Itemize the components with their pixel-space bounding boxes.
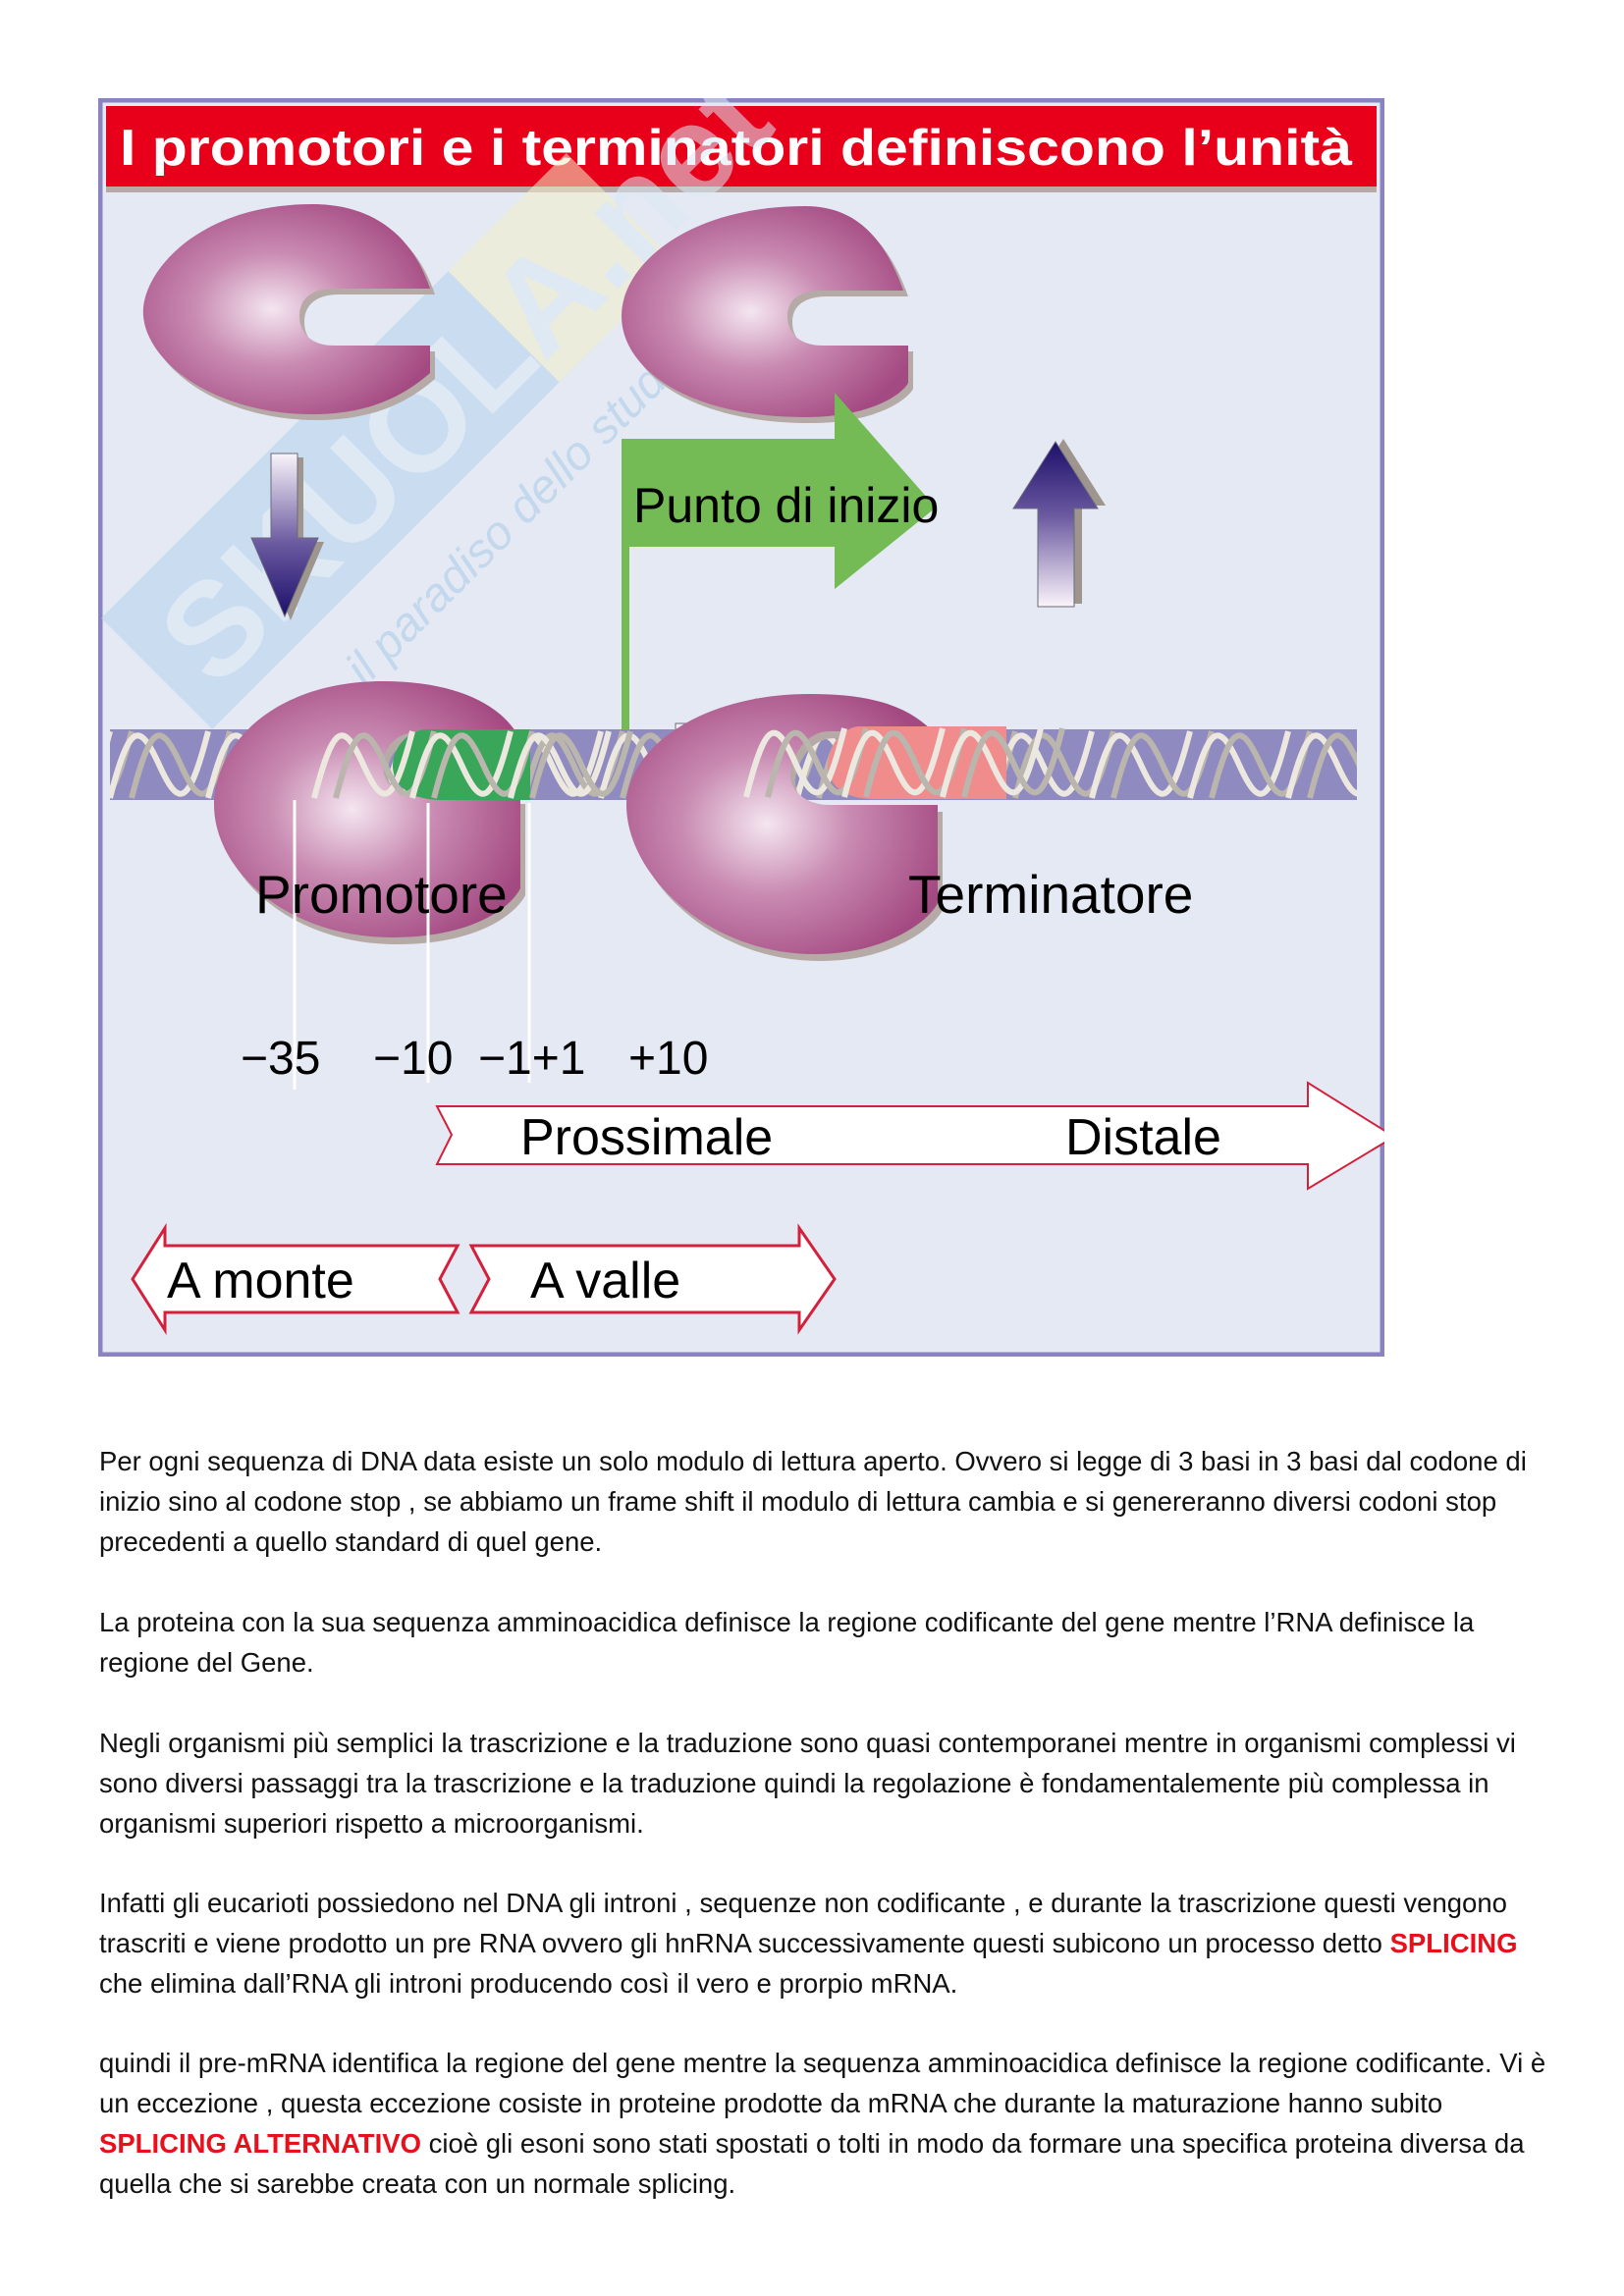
paragraph-organism-complexity: Negli organismi più semplici la trascriz… (99, 1723, 1552, 1843)
distal-label: Distale (1065, 1109, 1221, 1166)
paragraph-text: La proteina con la sua sequenza amminoac… (99, 1607, 1475, 1678)
paragraph-text: Negli organismi più semplici la trascriz… (99, 1728, 1516, 1839)
position-minus-1-plus-1: −1+1 (478, 1033, 585, 1085)
terminator-region (743, 726, 1065, 799)
title-bar (106, 106, 1377, 187)
dna-strand (110, 730, 211, 799)
paragraph-splicing: Infatti gli eucarioti possiedono nel DNA… (99, 1883, 1552, 2003)
promoter-region (311, 729, 633, 800)
rna-polymerase-free-right (622, 206, 913, 423)
dna-strand (1187, 730, 1291, 799)
dna-strand (311, 730, 415, 799)
position-plus-10: +10 (628, 1033, 708, 1085)
position-numbers: −35 −10 −1+1 +10 (241, 1033, 708, 1085)
promoter-terminator-diagram: I promotori e i terminatori definiscono … (98, 98, 1384, 1357)
paragraph-alternative-splicing: quindi il pre-mRNA identifica la regione… (99, 2043, 1552, 2204)
rna-polymerase-terminator (626, 694, 943, 961)
dna-strand (529, 730, 633, 799)
dna-strand (1307, 732, 1357, 799)
paragraph-reading-frame: Per ogni sequenza di DNA data esiste un … (99, 1441, 1552, 1562)
proximal-distal-arrow: Prossimale Distale (435, 1081, 1384, 1191)
highlighted-term: SPLICING ALTERNATIVO (99, 2128, 421, 2159)
start-point-arrow: Punto di inizio (622, 393, 939, 733)
promoter-label: Promotore (255, 864, 508, 925)
terminator-label: Terminatore (908, 864, 1193, 925)
paragraph-coding-region: La proteina con la sua sequenza amminoac… (99, 1602, 1552, 1682)
diagram-canvas: I promotori e i terminatori definiscono … (98, 98, 1384, 1357)
watermark-banner (101, 229, 602, 729)
downstream-arrow: A valle (468, 1223, 837, 1335)
rna-polymerase-free-left (142, 204, 435, 420)
diagram-title: I promotori e i terminatori definiscono … (120, 120, 1353, 177)
position-minus-35: −35 (241, 1033, 320, 1085)
dna-strand (1285, 732, 1357, 799)
upstream-arrow: A monte (131, 1222, 460, 1336)
binding-arrow-down-icon (250, 453, 324, 620)
paragraph-text: Infatti gli eucarioti possiedono nel DNA… (99, 1888, 1507, 1958)
paragraph-text: Per ogni sequenza di DNA data esiste un … (99, 1446, 1527, 1557)
release-arrow-up-icon (1012, 439, 1106, 608)
highlighted-term: SPLICING (1389, 1928, 1518, 1958)
dna-strand (508, 730, 612, 799)
dna-strand (1089, 730, 1193, 799)
dna-strand (409, 730, 514, 799)
upstream-label: A monte (167, 1253, 354, 1309)
position-minus-10: −10 (373, 1033, 453, 1085)
dna-strand (961, 727, 1065, 798)
start-point-label: Punto di inizio (633, 478, 939, 533)
dna-strand (940, 727, 1044, 798)
dna-strand (841, 727, 946, 798)
paragraph-text: cioè gli esoni sono stati spostati o tol… (99, 2128, 1525, 2199)
dna-strand (743, 727, 847, 798)
paragraph-text: che elimina dall’RNA gli introni produce… (99, 1968, 958, 1999)
downstream-label: A valle (530, 1253, 680, 1309)
paragraph-text: quindi il pre-mRNA identifica la regione… (99, 2048, 1546, 2118)
position-markers (293, 800, 531, 1090)
proximal-label: Prossimale (520, 1109, 773, 1166)
